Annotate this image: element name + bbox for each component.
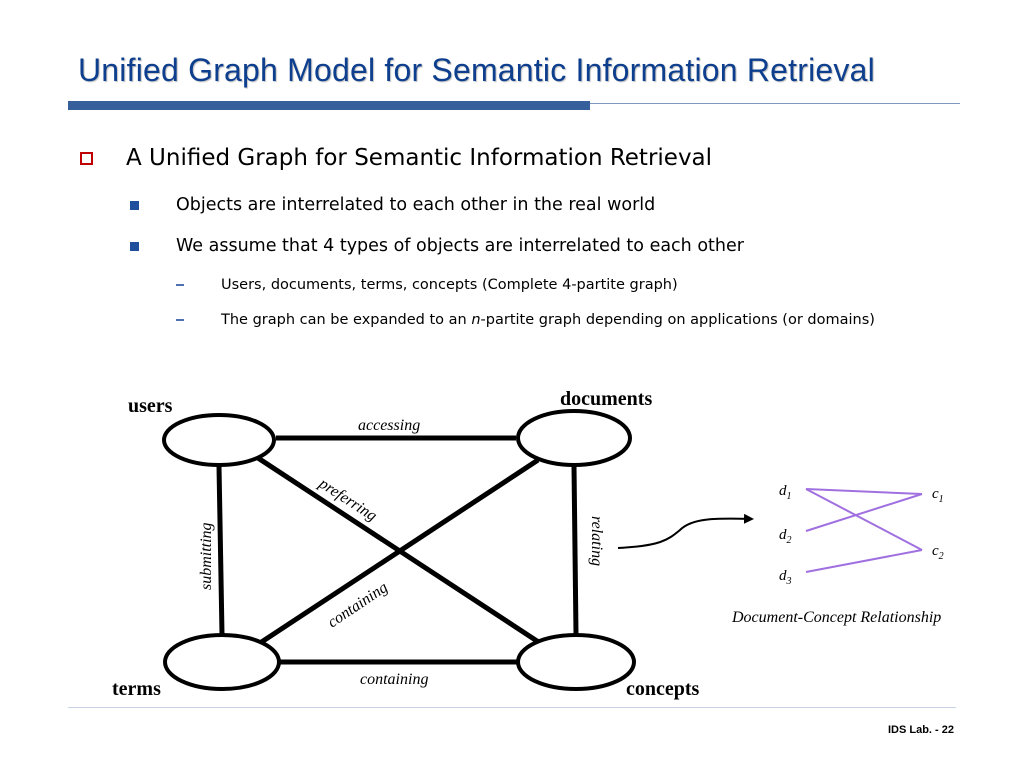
node-label-documents: documents	[560, 388, 652, 410]
title-underline-rule	[590, 103, 960, 104]
sub-bullet-item: The graph can be expanded to an n-partit…	[176, 312, 875, 328]
bullet-level1-text: A Unified Graph for Semantic Information…	[126, 145, 713, 171]
relationship-lines	[805, 488, 923, 573]
bullet-item: We assume that 4 types of objects are in…	[130, 236, 744, 256]
rel-label-d3: d3	[779, 568, 792, 587]
pointer-arrow	[617, 513, 754, 549]
node-terms	[163, 633, 281, 691]
square-bullet-icon	[130, 200, 139, 210]
footer-page-label: IDS Lab. - 22	[887, 724, 954, 736]
node-label-concepts: concepts	[626, 678, 700, 700]
edge-label-submitting: submitting	[198, 522, 215, 590]
node-label-terms: terms	[112, 678, 161, 700]
sub-bullet-item: Users, documents, terms, concepts (Compl…	[176, 277, 678, 293]
rel-label-d2: d2	[779, 527, 792, 546]
checkbox-bullet-icon	[80, 151, 93, 165]
footer-divider	[68, 707, 956, 708]
bullet-level1: A Unified Graph for Semantic Information…	[80, 145, 712, 171]
edge-label-accessing: accessing	[358, 417, 420, 434]
bullet-item: Objects are interrelated to each other i…	[130, 195, 655, 215]
dash-bullet-icon	[176, 284, 184, 286]
node-concepts	[516, 633, 636, 691]
relationship-caption: Document-Concept Relationship	[731, 609, 941, 626]
edge-label-containing-bottom: containing	[360, 671, 428, 688]
node-label-users: users	[128, 395, 173, 417]
sub-bullet-text: The graph can be expanded to an n-partit…	[221, 312, 875, 328]
edge-documents-terms	[258, 457, 540, 646]
rel-label-c1: c1	[932, 486, 944, 505]
slide-title: Unified Graph Model for Semantic Informa…	[78, 52, 875, 88]
dash-bullet-icon	[176, 319, 184, 321]
edge-documents-concepts	[571, 465, 579, 635]
bullet-item-text: Objects are interrelated to each other i…	[176, 195, 656, 215]
square-bullet-icon	[130, 241, 139, 251]
node-users	[162, 413, 276, 467]
edge-label-containing-diagonal: containing	[325, 579, 391, 631]
sub-bullet-text: Users, documents, terms, concepts (Compl…	[221, 277, 678, 293]
node-documents	[516, 409, 632, 467]
bullet-item-text: We assume that 4 types of objects are in…	[176, 236, 744, 256]
rel-label-d1: d1	[779, 483, 792, 502]
edge-label-relating: relating	[588, 516, 605, 566]
title-underline-bar	[68, 101, 590, 110]
edge-users-terms	[216, 465, 225, 635]
rel-label-c2: c2	[932, 543, 944, 562]
